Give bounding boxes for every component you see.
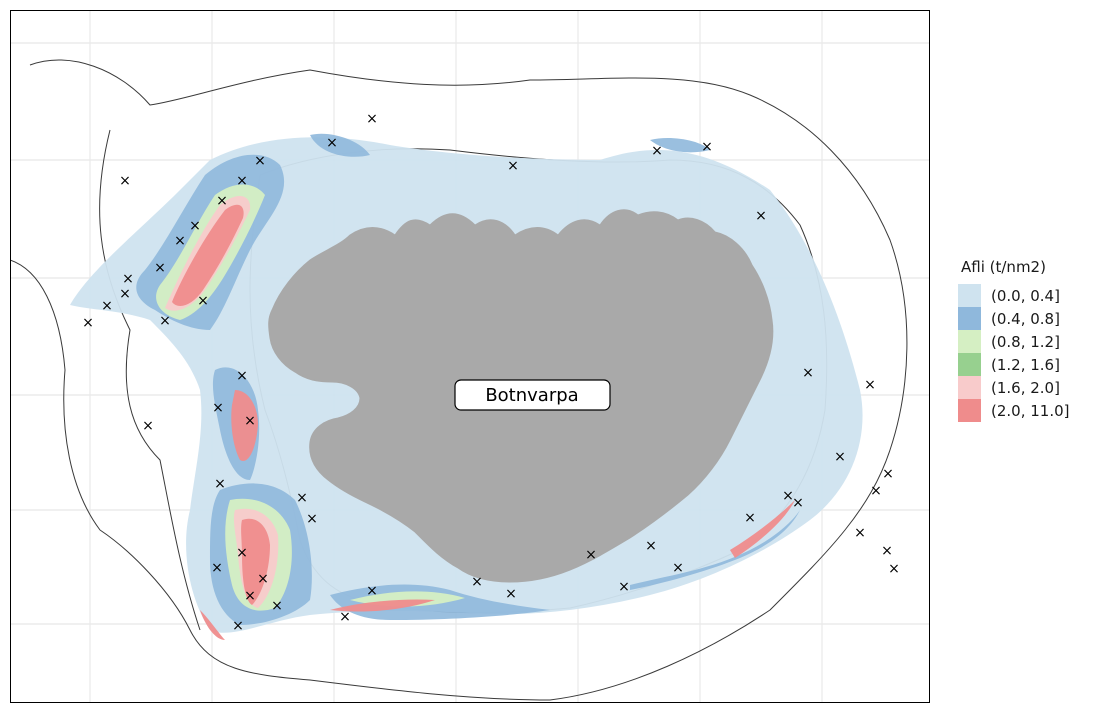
station-marker: × [257,571,269,587]
station-marker: × [101,298,113,314]
station-marker: × [888,561,900,577]
station-marker: × [122,271,134,287]
station-marker: × [197,293,209,309]
legend-label: (0.8, 1.2] [991,332,1060,351]
station-marker: × [306,511,318,527]
station-marker: × [214,476,226,492]
station-marker: × [505,586,517,602]
station-marker: × [755,208,767,224]
station-marker: × [744,510,756,526]
station-markers: × × × × × × × × × × × × × × × × × × × × … [82,111,900,634]
station-marker: × [672,560,684,576]
station-marker: × [651,143,663,159]
station-marker: × [366,583,378,599]
depth-contour-outer [10,59,908,701]
station-marker: × [232,618,244,634]
legend-label: (1.6, 2.0] [991,378,1060,397]
station-marker: × [864,377,876,393]
station-marker: × [159,313,171,329]
legend-rows: (0.0, 0.4] (0.4, 0.8] (0.8, 1.2] (1.2, 1.6]… [958,284,1070,422]
catch-layer-2 [156,184,465,611]
depth-contour-left [99,129,201,631]
station-marker: × [271,598,283,614]
station-marker: × [854,525,866,541]
station-marker: × [882,466,894,482]
station-marker: × [142,418,154,434]
station-marker: × [216,193,228,209]
station-marker: × [244,588,256,604]
station-marker: × [212,400,224,416]
station-marker: × [701,139,713,155]
station-marker: × [471,574,483,590]
station-marker: × [339,609,351,625]
station-marker: × [585,547,597,563]
station-marker: × [645,538,657,554]
station-marker: × [881,543,893,559]
legend-label: (0.4, 0.8] [991,309,1060,328]
catch-layer-1 [136,133,801,625]
legend-item: (1.2, 1.6] [958,353,1070,376]
station-marker: × [870,483,882,499]
gear-label-box: Botnvarpa [454,379,611,411]
station-marker: × [507,158,519,174]
station-marker: × [236,545,248,561]
legend-item: (0.4, 0.8] [958,307,1070,330]
legend-item: (1.6, 2.0] [958,376,1070,399]
station-marker: × [189,218,201,234]
station-marker: × [618,579,630,595]
station-marker: × [174,233,186,249]
station-marker: × [236,368,248,384]
legend-swatch [958,376,981,399]
legend-label: (0.0, 0.4] [991,286,1060,305]
legend-label: (1.2, 1.6] [991,355,1060,374]
station-marker: × [782,488,794,504]
legend-title: Afli (t/nm2) [961,258,1046,276]
station-marker: × [236,173,248,189]
station-marker: × [834,449,846,465]
gear-label: Botnvarpa [485,385,578,406]
legend-item: (2.0, 11.0] [958,399,1070,422]
station-marker: × [244,413,256,429]
station-marker: × [254,153,266,169]
station-marker: × [792,495,804,511]
station-marker: × [82,315,94,331]
legend-swatch [958,353,981,376]
legend-swatch [958,307,981,330]
station-marker: × [802,365,814,381]
station-marker: × [366,111,378,127]
legend-label: (2.0, 11.0] [991,401,1070,420]
legend: Afli (t/nm2) (0.0, 0.4] (0.4, 0.8] (0.8, 1… [958,258,1070,422]
catch-density-map: Botnvarpa × × × × × × × × × × × × × × × … [10,10,930,703]
legend-item: (0.8, 1.2] [958,330,1070,353]
station-marker: × [119,286,131,302]
panel-frame [10,10,930,703]
legend-swatch [958,284,981,307]
station-marker: × [211,560,223,576]
station-marker: × [296,490,308,506]
station-marker: × [154,260,166,276]
station-marker: × [326,135,338,151]
legend-item: (0.0, 0.4] [958,284,1070,307]
legend-swatch [958,330,981,353]
legend-swatch [958,399,981,422]
station-marker: × [119,173,131,189]
